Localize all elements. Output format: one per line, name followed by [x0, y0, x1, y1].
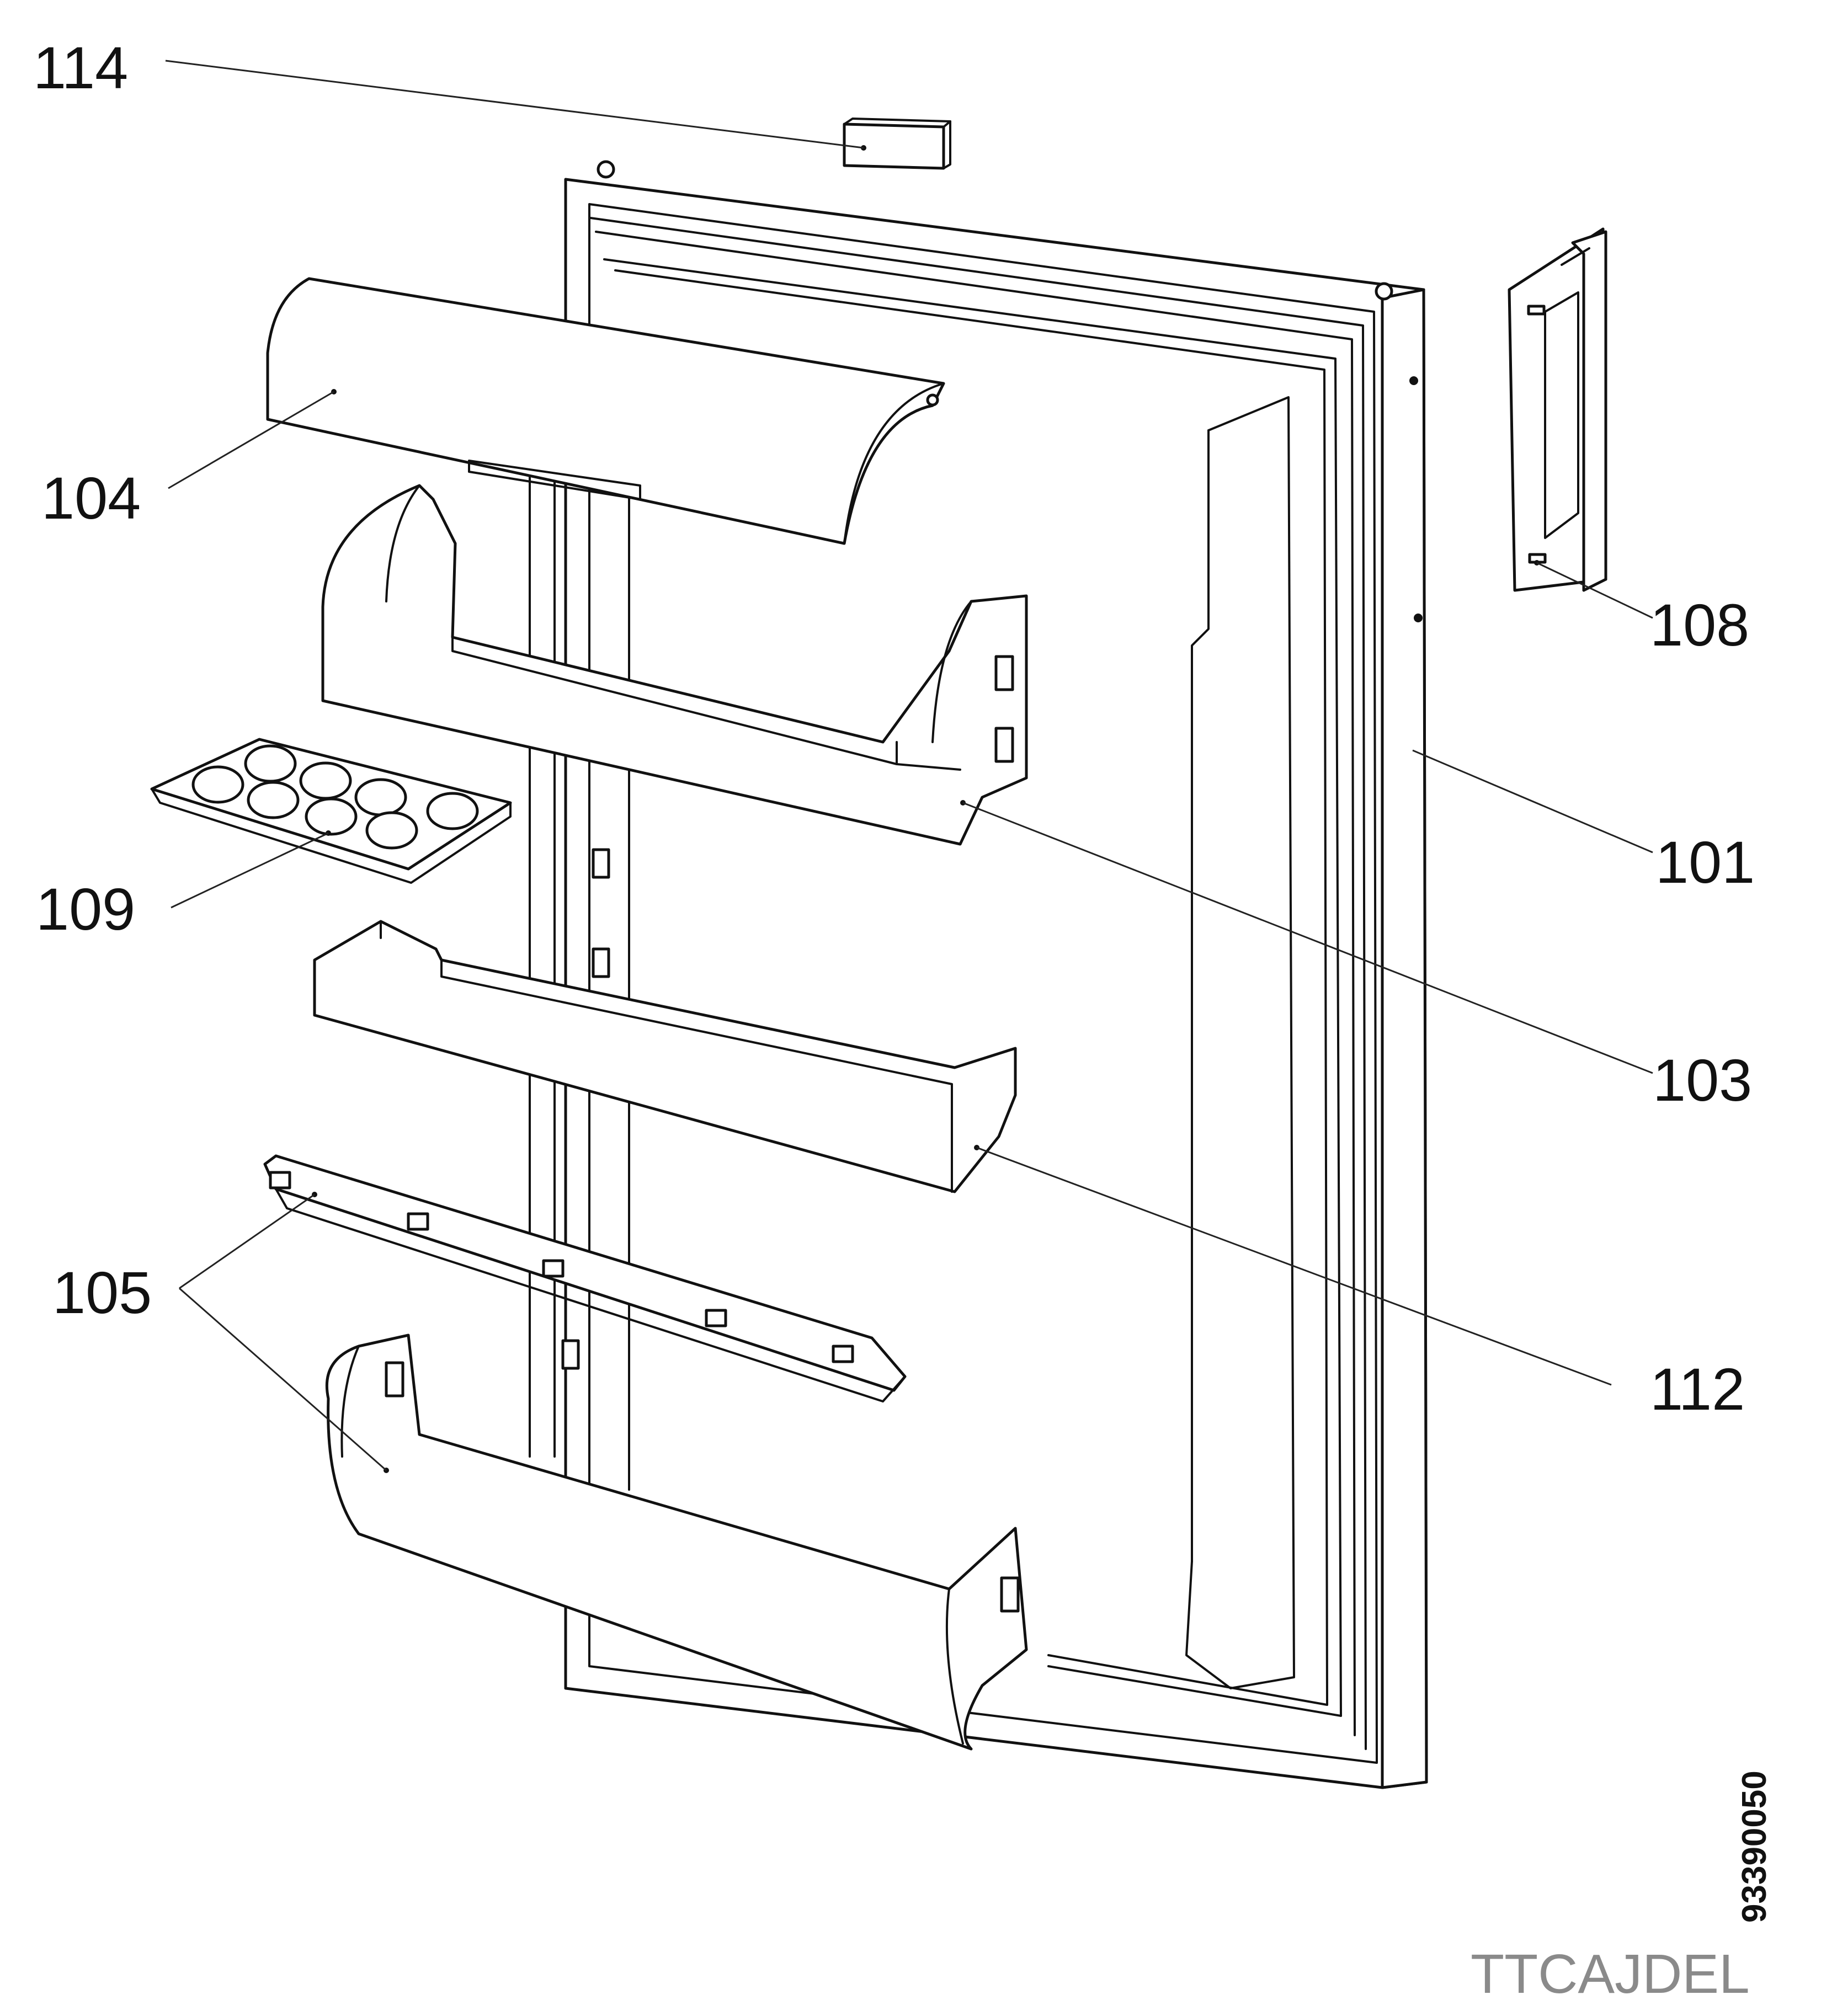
leader-101: [1412, 749, 1653, 854]
callout-114: 114: [33, 34, 128, 101]
part-104-lid: [266, 277, 945, 545]
leader-105-b: [179, 1287, 387, 1471]
leader-103: [962, 802, 1653, 1074]
callout-labels: 114 104 109 105 108 101 103 112: [33, 34, 1755, 1422]
callout-104: 104: [41, 465, 141, 531]
part-114-cover: [843, 118, 951, 170]
part-105-bottle-rack: [263, 1154, 907, 1402]
callout-101: 101: [1655, 829, 1755, 895]
model-code: TTCAJDEL: [1471, 1943, 1750, 2005]
callout-109: 109: [36, 876, 135, 942]
callout-108: 108: [1650, 591, 1749, 658]
callout-112: 112: [1650, 1356, 1745, 1422]
leader-114: [165, 60, 864, 149]
drawing-number: 93390050: [1735, 1770, 1774, 1923]
door-frame: [564, 160, 1428, 1789]
leader-lines: [165, 60, 1653, 1471]
callout-103: 103: [1653, 1047, 1752, 1113]
part-109-egg-tray: [150, 738, 512, 884]
part-103-upper-shelf: [321, 484, 1028, 846]
part-112-middle-shelf: [313, 920, 1017, 1193]
leader-109: [171, 832, 329, 909]
leader-105-a: [179, 1193, 315, 1289]
part-108-handle: [1508, 227, 1607, 592]
leader-104: [168, 391, 334, 489]
leader-112: [976, 1146, 1612, 1386]
part-105-bottom-shelf: [325, 1334, 1028, 1751]
callout-105: 105: [52, 1259, 152, 1326]
leader-108: [1536, 562, 1653, 619]
